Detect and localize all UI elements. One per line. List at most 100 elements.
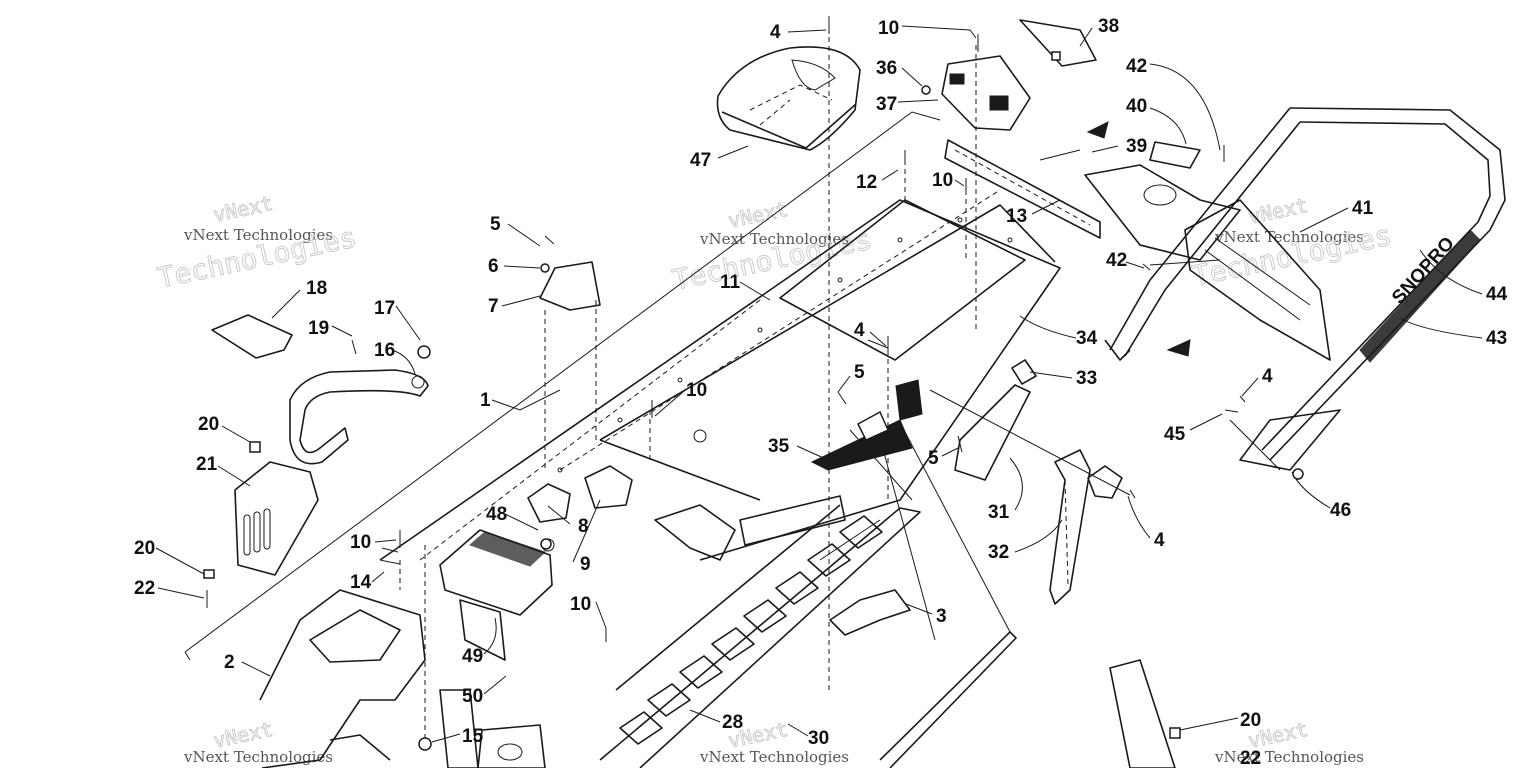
part-13-bar [944, 139, 1101, 239]
part-16-handle [289, 369, 429, 465]
callout-5: 5 [490, 214, 501, 235]
running-board-grips [619, 515, 883, 745]
tunnel-assembly [184, 111, 1061, 768]
callout-3: 3 [936, 606, 947, 627]
callout-38: 38 [1098, 16, 1119, 37]
part-33-clip [1011, 359, 1037, 385]
callout-20: 20 [1240, 710, 1261, 731]
callout-10: 10 [350, 532, 371, 553]
svg-text:vNext Technologies: vNext Technologies [1214, 228, 1364, 246]
callout-10: 10 [932, 170, 953, 191]
frame-holes [557, 217, 1013, 473]
svg-text:vNext Technologies: vNext Technologies [699, 230, 849, 248]
svg-text:vNext Technologies: vNext Technologies [699, 748, 849, 766]
part-50-bracket [439, 689, 546, 768]
callout-16: 16 [374, 340, 395, 361]
part-3-bracket [829, 589, 911, 636]
callout-40: 40 [1126, 96, 1147, 117]
callout-36: 36 [876, 58, 897, 79]
part-21-bracket [234, 461, 319, 576]
part-32-strap [1049, 449, 1091, 605]
callout-labels: 4 10 38 36 42 37 40 47 39 12 10 13 41 5 … [134, 16, 1508, 768]
callout-50: 50 [462, 686, 483, 707]
part-47-seat-bag [716, 46, 861, 151]
callout-44: 44 [1486, 284, 1508, 305]
callout-4: 4 [854, 320, 865, 341]
callout-14: 14 [350, 572, 372, 593]
part-14-pin [379, 547, 401, 590]
callout-9: 9 [580, 554, 591, 575]
part-39-bracket [1084, 141, 1241, 261]
part-8-plate [527, 483, 571, 523]
assembly-lines [544, 28, 1221, 690]
svg-text:vNext Technologies: vNext Technologies [183, 226, 333, 244]
callout-35: 35 [768, 436, 790, 457]
fasteners [399, 16, 1304, 751]
callout-4: 4 [770, 22, 781, 43]
callout-10: 10 [878, 18, 899, 39]
callout-46: 46 [1330, 500, 1351, 521]
callout-41: 41 [1352, 198, 1374, 219]
part-44-rear-bumper: SNOPRO [1104, 107, 1506, 461]
part-49-bracket [459, 599, 506, 661]
callout-2: 2 [224, 652, 235, 673]
part-37-bracket [941, 19, 1097, 131]
svg-text:vNext Technologies: vNext Technologies [183, 748, 333, 766]
callout-39: 39 [1126, 136, 1147, 157]
watermark-top-center: vNext vNext Technologies Technologies [669, 196, 875, 297]
callout-31: 31 [988, 502, 1010, 523]
callout-30: 30 [808, 728, 829, 749]
callout-28: 28 [722, 712, 743, 733]
callout-4: 4 [1154, 530, 1165, 551]
part-7-bracket [539, 261, 601, 311]
callout-10: 10 [570, 594, 591, 615]
part-lower-right-panel [1109, 659, 1181, 768]
callout-13: 13 [1006, 206, 1027, 227]
callout-32: 32 [988, 542, 1009, 563]
callout-5: 5 [928, 448, 939, 469]
callout-19: 19 [308, 318, 329, 339]
part-18-cover [211, 314, 293, 359]
leader-lines [155, 25, 1483, 743]
callout-8: 8 [578, 516, 589, 537]
callout-20: 20 [198, 414, 219, 435]
callout-12: 12 [856, 172, 877, 193]
callout-49: 49 [462, 646, 483, 667]
callout-21: 21 [196, 454, 218, 475]
callout-6: 6 [488, 256, 499, 277]
part-43-snow-flap [1184, 199, 1331, 361]
callout-42: 42 [1106, 250, 1127, 271]
callout-15: 15 [462, 726, 484, 747]
callout-18: 18 [306, 278, 327, 299]
callout-17: 17 [374, 298, 395, 319]
callout-42: 42 [1126, 56, 1147, 77]
watermark-bottom-right: vNext vNext Technologies [1214, 716, 1364, 766]
part-9-plate [584, 465, 633, 509]
svg-text:vNext: vNext [726, 197, 790, 233]
callout-5: 5 [854, 362, 865, 383]
callout-33: 33 [1076, 368, 1097, 389]
svg-text:vNext Technologies: vNext Technologies [1214, 748, 1364, 766]
fasteners-left [203, 339, 431, 608]
svg-text:vNext: vNext [1246, 193, 1310, 229]
part-35-flap [810, 379, 923, 471]
watermark-top-left: vNext vNext Technologies Technologies [154, 190, 360, 295]
watermark-bottom-left: vNext vNext Technologies [183, 716, 333, 766]
callout-22: 22 [134, 578, 155, 599]
callout-43: 43 [1486, 328, 1507, 349]
callout-47: 47 [690, 150, 711, 171]
callout-34: 34 [1076, 328, 1098, 349]
callout-45: 45 [1164, 424, 1186, 445]
part-31-panel [954, 384, 1031, 481]
callout-4: 4 [1262, 366, 1273, 387]
callout-48: 48 [486, 504, 507, 525]
callout-7: 7 [488, 296, 499, 317]
part-45-rail [1229, 409, 1341, 471]
callout-1: 1 [480, 390, 491, 411]
part-48-ecu [439, 529, 555, 616]
callout-37: 37 [876, 94, 897, 115]
rear-rail [879, 631, 1017, 768]
callout-22: 22 [1240, 748, 1261, 768]
part-2-bulkhead [259, 589, 426, 768]
